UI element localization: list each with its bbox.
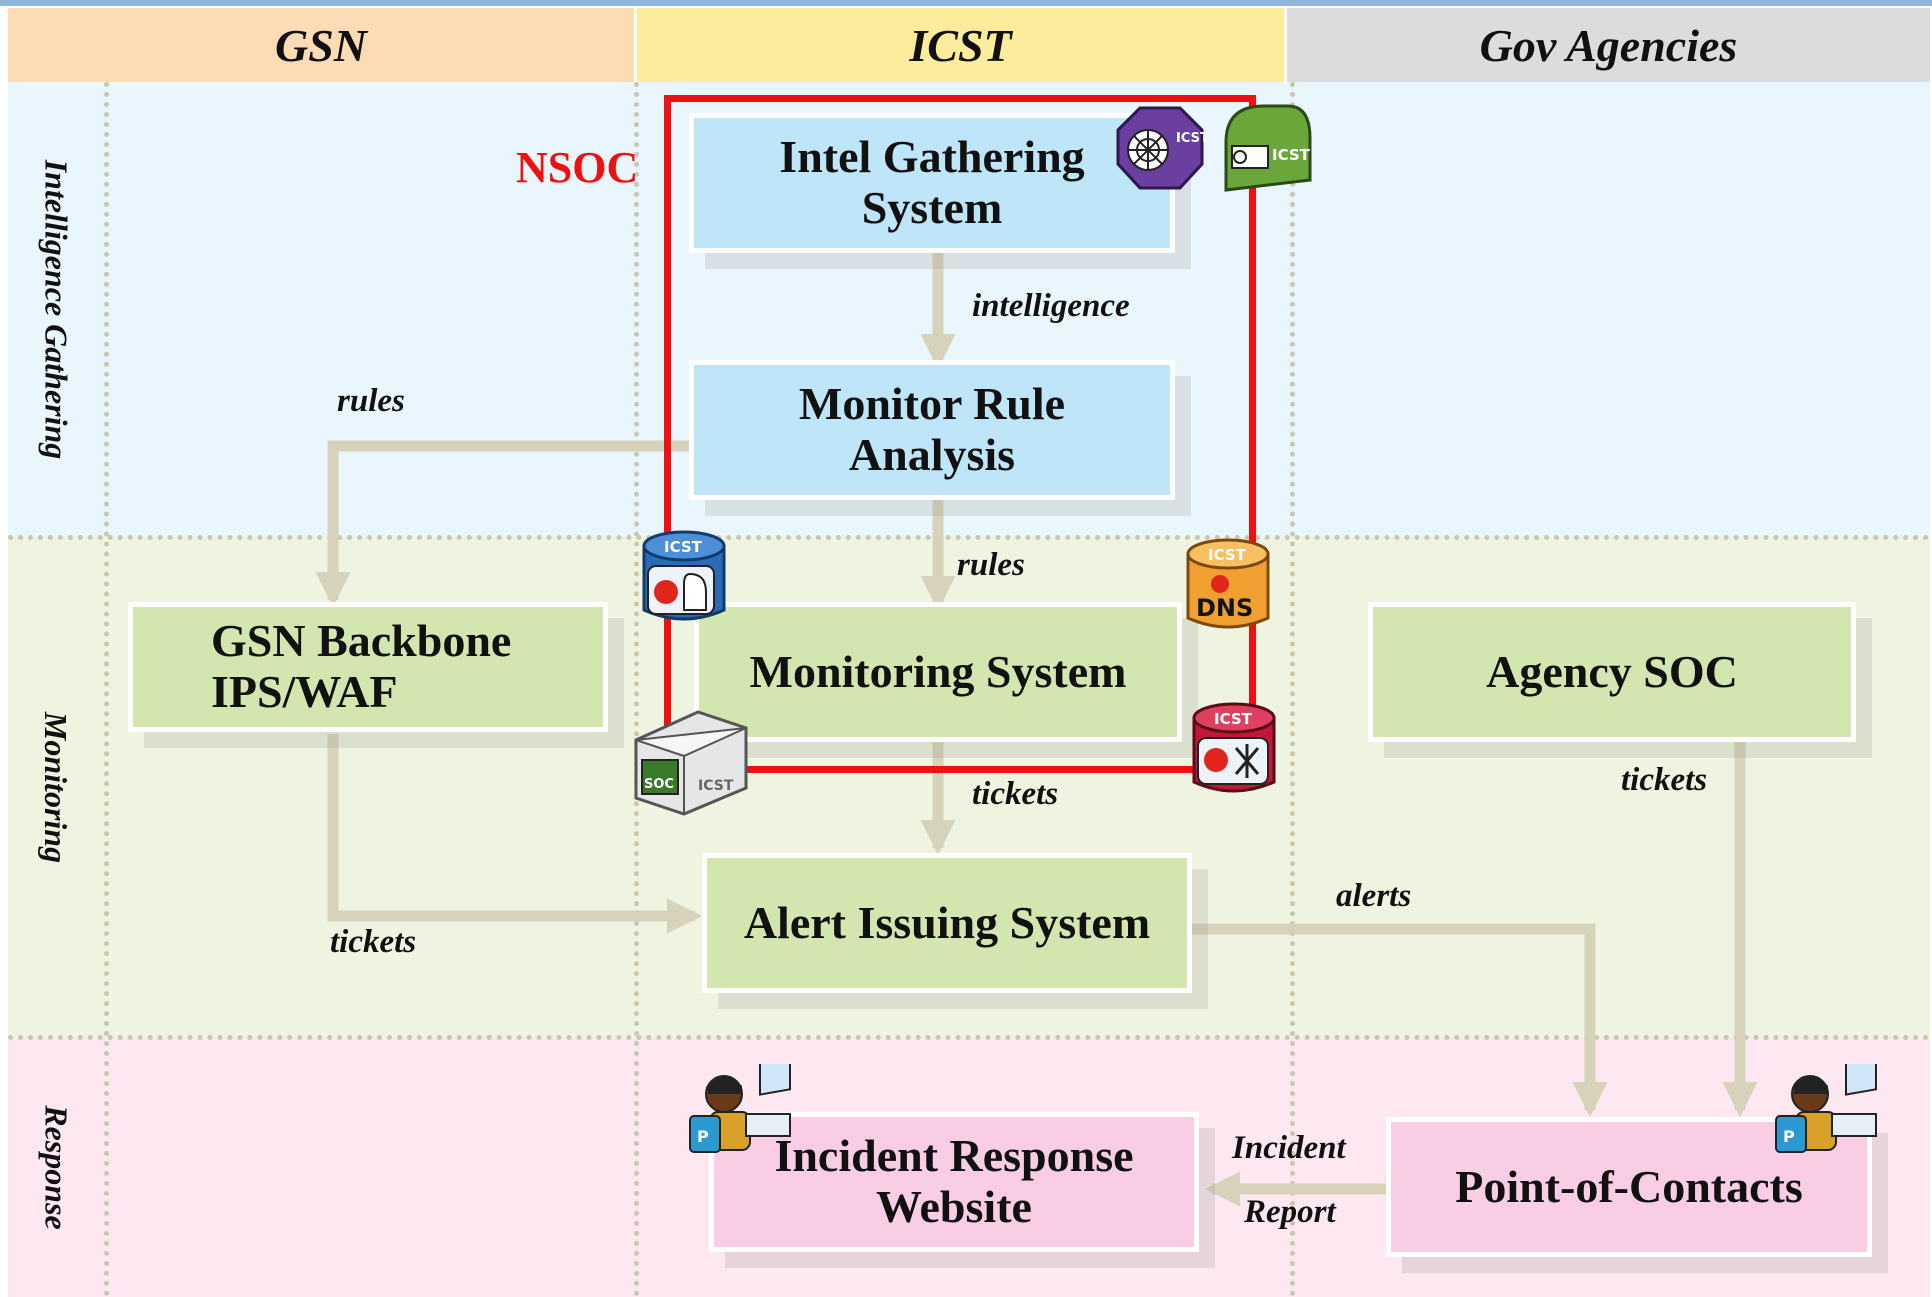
point-of-contacts-label: Point-of-Contacts (1455, 1160, 1803, 1212)
arrow-gsn-to-alert (327, 734, 703, 934)
alarm-intrusion-icon: ICST (642, 530, 726, 621)
lane-divider-label (104, 82, 109, 1297)
flow-label-rules-left: rules (337, 383, 405, 419)
band-divider-intel-monitoring (8, 535, 1930, 540)
alert-issuing-system-box: Alert Issuing System (702, 853, 1192, 993)
lane-divider-icst-gov (1290, 82, 1295, 1297)
flow-label-tickets-right: tickets (1621, 762, 1708, 798)
attack-alert-icon: ICST (1192, 702, 1276, 793)
arrow-alert-to-poc (1182, 923, 1608, 1118)
gsn-backbone-box: GSN Backbone IPS/WAF (128, 602, 608, 732)
intel-gathering-system-label: Intel Gathering System (779, 131, 1085, 233)
arrow-rule-to-gsn-backbone (315, 440, 694, 608)
nsoc-frame (664, 95, 1256, 773)
monitoring-system-label: Monitoring System (749, 645, 1127, 697)
web-crawler-icon: ICST (1116, 106, 1208, 190)
agency-soc-label: Agency SOC (1486, 645, 1738, 697)
lane-header-gov-label: Gov Agencies (1479, 19, 1738, 71)
contact-person-icon: P (1775, 1064, 1877, 1153)
agency-soc-box: Agency SOC (1368, 602, 1856, 742)
web-crawler-icon-tag: ICST (1176, 131, 1208, 146)
svg-text:P: P (1783, 1127, 1795, 1146)
alert-issuing-system-label: Alert Issuing System (743, 896, 1151, 948)
soc-server-icon-tag: ICST (698, 778, 734, 794)
flow-label-tickets-center: tickets (972, 776, 1059, 812)
lane-header-gsn: GSN (8, 8, 634, 82)
dns-alert-icon-tag: ICST (1208, 546, 1247, 564)
soc-server-icon-text: SOC (644, 777, 674, 792)
lane-header-gsn-label: GSN (274, 19, 368, 71)
flow-label-report: Report (1244, 1194, 1336, 1230)
lane-header-icst-label: ICST (909, 19, 1012, 71)
svg-text:P: P (697, 1127, 709, 1146)
lane-header-icst: ICST (637, 8, 1284, 82)
mailbox-icon: ICST (1224, 104, 1312, 192)
nsoc-label: NSOC (516, 143, 639, 192)
dns-alert-icon: ICST DNS (1186, 538, 1270, 629)
intel-gathering-system-box: Intel Gathering System (689, 113, 1175, 253)
soc-server-icon: SOC ICST (634, 710, 748, 816)
flow-label-tickets-left: tickets (330, 924, 417, 960)
flow-label-intelligence: intelligence (972, 288, 1130, 324)
lane-divider-gsn-icst (634, 82, 639, 1297)
flow-label-incident: Incident (1232, 1130, 1346, 1166)
gsn-backbone-label: GSN Backbone IPS/WAF (211, 615, 512, 717)
lane-header-gov: Gov Agencies (1287, 8, 1930, 82)
band-divider-monitoring-response (8, 1035, 1930, 1040)
responder-person-icon: P (689, 1064, 791, 1153)
attack-alert-icon-tag: ICST (1214, 710, 1253, 728)
incident-response-website-box: Incident Response Website (709, 1112, 1199, 1252)
dns-alert-icon-text: DNS (1196, 594, 1253, 622)
monitor-rule-analysis-box: Monitor Rule Analysis (689, 360, 1175, 500)
monitoring-system-box: Monitoring System (694, 602, 1182, 742)
alarm-intrusion-icon-tag: ICST (664, 538, 703, 556)
top-rule (0, 0, 1932, 6)
mailbox-icon-tag: ICST (1272, 146, 1311, 164)
incident-response-website-label: Incident Response Website (774, 1130, 1134, 1232)
flow-label-alerts: alerts (1336, 878, 1412, 914)
monitor-rule-analysis-label: Monitor Rule Analysis (798, 378, 1066, 480)
flow-label-rules-center: rules (957, 547, 1025, 583)
